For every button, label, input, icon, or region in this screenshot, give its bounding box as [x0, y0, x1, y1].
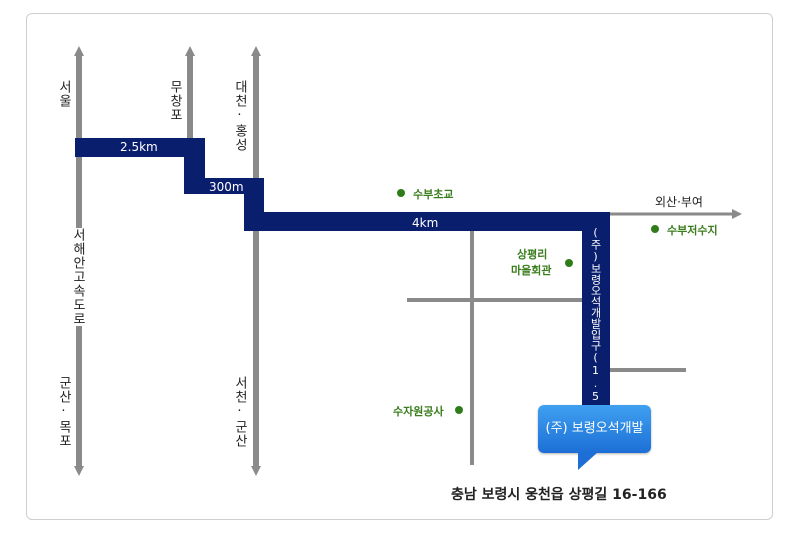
distance-2-5km: 2.5km — [120, 140, 158, 154]
label-daecheon-hongseong: 대천·홍성 — [231, 80, 247, 152]
arrow-east-oesan — [732, 209, 742, 219]
callout-pointer — [578, 452, 598, 470]
arrow-north-daecheon — [251, 46, 261, 56]
landmark-subu-school: 수부초교 — [413, 188, 454, 201]
landmark-hall-line1: 상평리 — [517, 248, 548, 261]
landmark-subu-reservoir: 수부저수지 — [667, 224, 718, 237]
route-seg-5 — [244, 212, 610, 231]
label-entrance: (주)보령오석개발입구(1.5km) — [589, 226, 602, 442]
landmark-dot-hall — [565, 259, 573, 267]
main-route — [75, 138, 610, 408]
label-mucangpo: 무창포 — [166, 80, 182, 122]
landmark-dot-reservoir — [651, 225, 659, 233]
arrow-south-seocheon — [251, 466, 261, 476]
arrow-north-mucangpo — [185, 46, 195, 56]
label-seocheon-gunsan: 서천·군산 — [231, 376, 247, 448]
route-seg-1 — [75, 138, 205, 157]
arrow-south-gunsan — [74, 466, 84, 476]
landmark-dot-sujawon — [455, 406, 463, 414]
label-gunsan-mokpo: 군산·목포 — [55, 376, 71, 448]
label-oesan-buyeo: 외산·부여 — [655, 195, 703, 209]
arrow-north-seoul — [74, 46, 84, 56]
distance-300m: 300m — [209, 180, 244, 194]
distance-4km: 4km — [412, 216, 439, 230]
destination-callout: (주) 보령오석개발 — [538, 405, 651, 453]
address-text: 충남 보령시 웅천읍 상평길 16-166 — [451, 487, 667, 503]
landmark-hall-line2: 마을회관 — [511, 264, 552, 277]
landmark-sujawon: 수자원공사 — [393, 405, 444, 418]
label-west-coast-expressway: 서해안고속도로 — [69, 228, 85, 326]
route-seg-6 — [582, 212, 610, 408]
landmark-dot-subu-school — [397, 189, 405, 197]
label-seoul: 서울 — [55, 80, 71, 108]
